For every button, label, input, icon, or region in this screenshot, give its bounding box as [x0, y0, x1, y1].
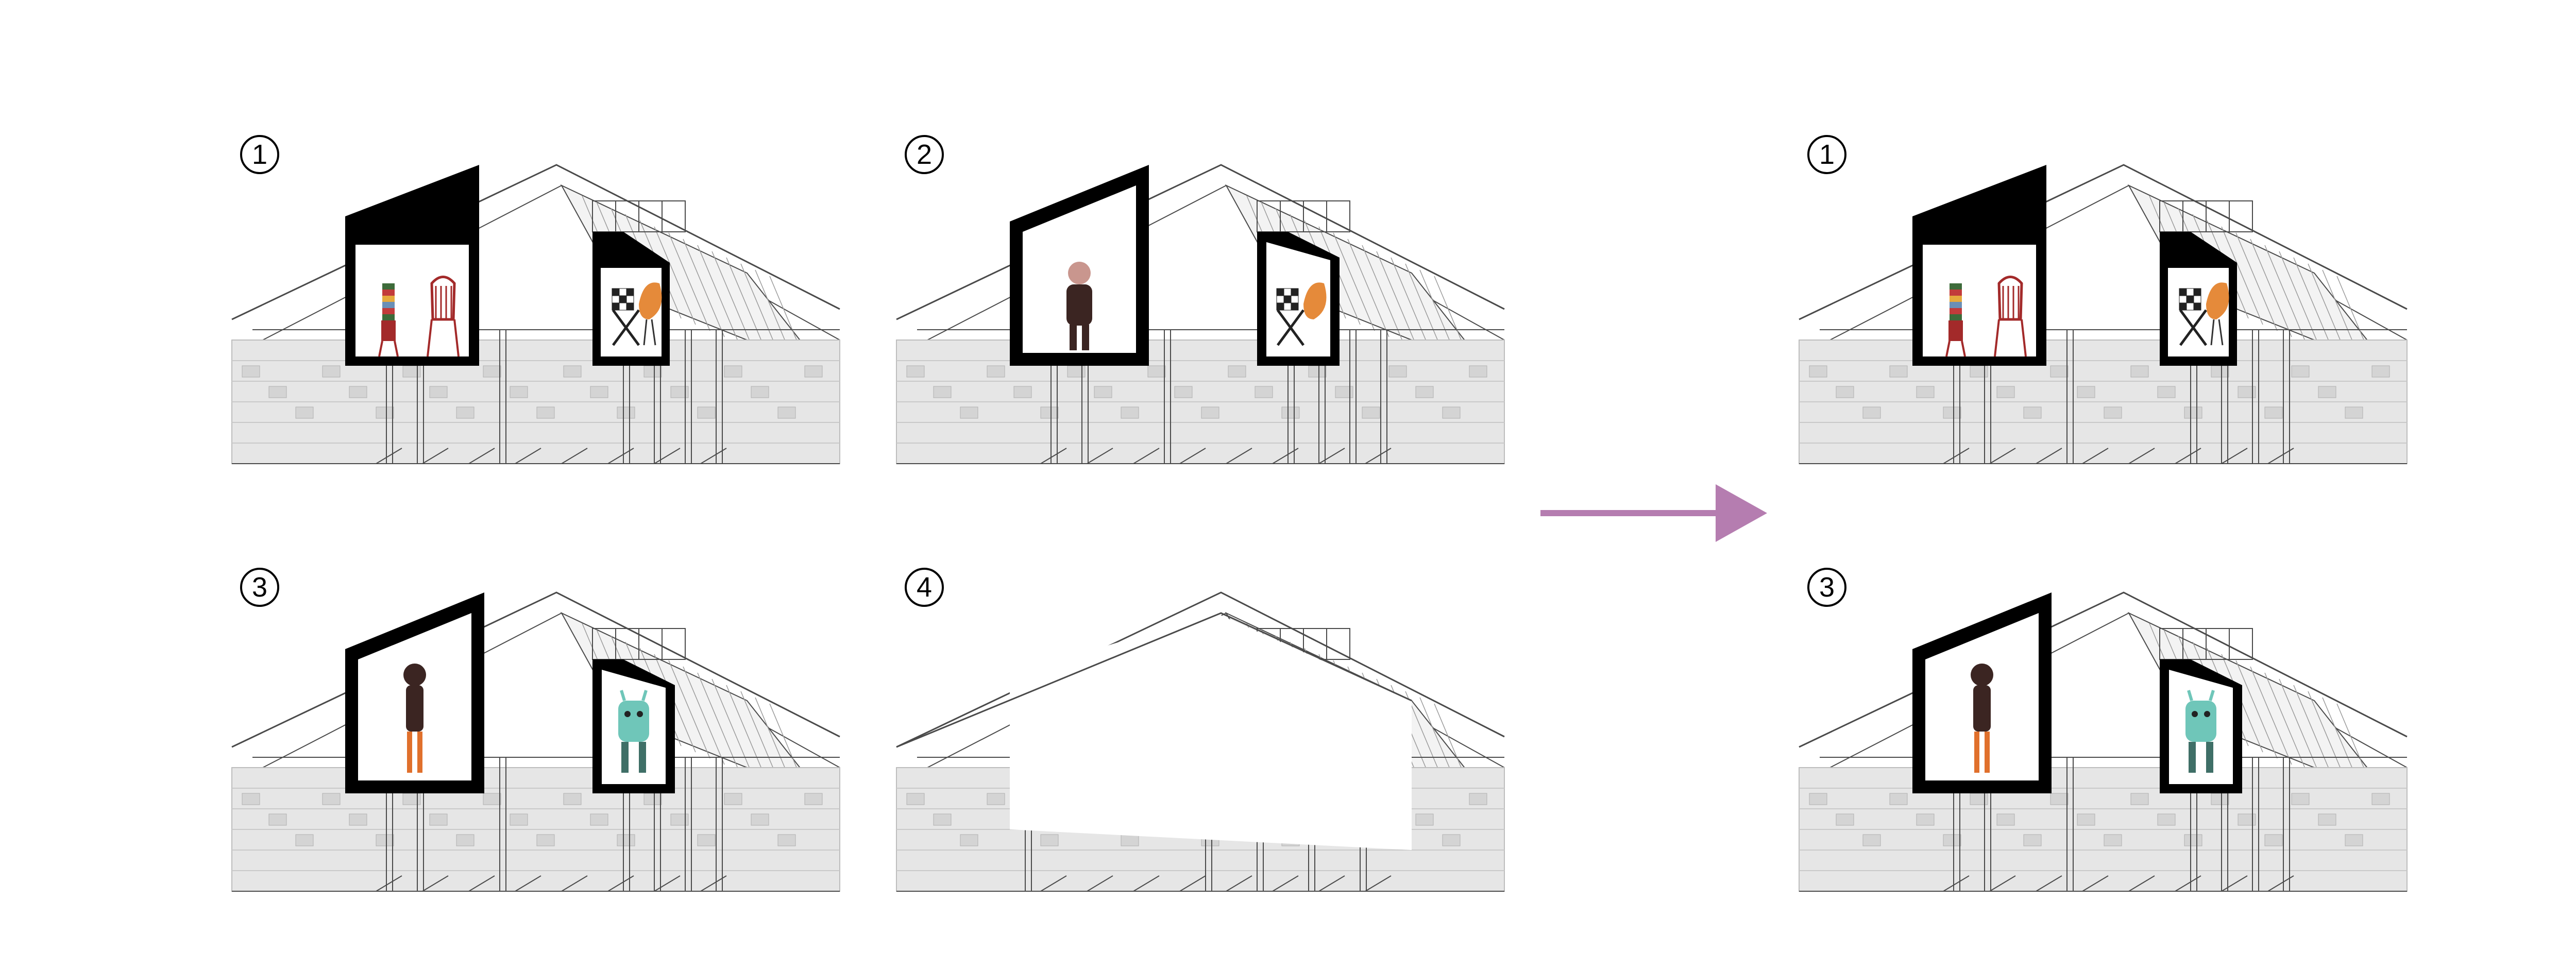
- panel-3b-number: 3: [1807, 568, 1846, 607]
- stacked-stool-icon: [378, 283, 399, 357]
- orange-chair-icon: [639, 282, 662, 346]
- elderly-person-icon: [1066, 262, 1092, 350]
- panel-3-number: 3: [240, 568, 279, 607]
- panel-p1: [231, 164, 840, 464]
- panel-2-number: 2: [905, 135, 944, 174]
- monster-toy-icon: [618, 690, 649, 773]
- checker-table-icon: [2179, 288, 2208, 346]
- panel-1-number: 1: [240, 135, 279, 174]
- red-chair-icon: [1994, 276, 2027, 357]
- child-figure-icon: [403, 664, 426, 773]
- monster-toy-icon: [2185, 690, 2216, 773]
- child-figure-icon: [1971, 664, 1993, 773]
- checker-table-icon: [1276, 288, 1305, 346]
- panel-p3: [231, 591, 840, 892]
- panel-p1b: [1799, 164, 2408, 464]
- checker-table-icon: [612, 288, 640, 346]
- panel-1b-number: 1: [1807, 135, 1846, 174]
- panel-p3b: [1799, 591, 2408, 892]
- orange-chair-icon: [1303, 282, 1327, 319]
- red-chair-icon: [427, 276, 460, 357]
- panel-p4: [896, 591, 1505, 892]
- orange-chair-icon: [2206, 282, 2229, 346]
- panel-4-number: 4: [905, 568, 944, 607]
- panel-p2: [896, 164, 1505, 464]
- stacked-stool-icon: [1945, 283, 1966, 357]
- arrow-right-icon: [1540, 484, 1767, 542]
